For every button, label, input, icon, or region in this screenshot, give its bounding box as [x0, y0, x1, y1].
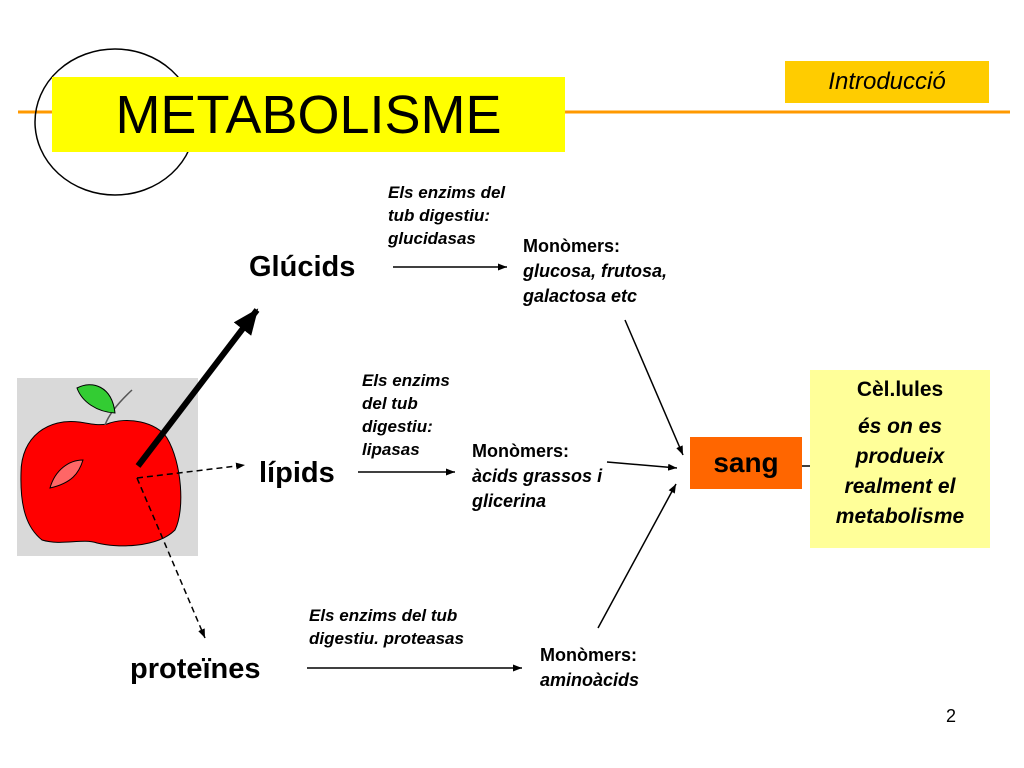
cells-line: és on es: [857, 415, 943, 438]
cells-line: metabolisme: [835, 505, 965, 528]
monomers-value: àcids grassos i: [472, 466, 603, 486]
nutrient-glucids: Glúcids: [249, 251, 356, 283]
nutrient-lipids: lípids: [259, 457, 335, 489]
cells-title: Cèl.lules: [856, 378, 944, 401]
title-box: METABOLISME: [52, 77, 565, 152]
enzyme-line: lipasas: [362, 440, 420, 459]
enzyme-line: glucidasas: [388, 229, 476, 248]
arrow-glucids-monomers-to-blood: [624, 319, 684, 456]
enzyme-note-proteins: Els enzims del tub digestiu. proteasas: [309, 604, 464, 650]
blood-box: sang: [690, 437, 802, 489]
enzyme-line: Els enzims: [362, 371, 450, 390]
enzyme-line: Els enzims del: [388, 183, 506, 202]
monomers-glucids: Monòmers: glucosa, frutosa, galactosa et…: [523, 234, 667, 309]
enzyme-note-glucids: Els enzims del tub digestiu: glucidasas: [388, 181, 505, 250]
cells-line: produeix: [855, 445, 945, 468]
enzyme-line: del tub: [362, 394, 418, 413]
blood-label: sang: [713, 447, 779, 478]
page-number: 2: [946, 706, 957, 726]
monomers-value: galactosa etc: [523, 286, 638, 306]
leaf-icon: [76, 384, 116, 414]
monomers-value: aminoàcids: [540, 670, 640, 690]
slide-title: METABOLISME: [115, 84, 502, 145]
monomers-lipids: Monòmers: àcids grassos i glicerina: [472, 439, 602, 514]
cells-description: és on es produeix realment el metabolism…: [810, 412, 990, 532]
arrow-apple-to-glucids: [135, 308, 260, 468]
monomers-label: Monòmers:: [523, 236, 621, 256]
cells-box: Cèl.lules és on es produeix realment el …: [810, 370, 990, 548]
arrow-lipids-monomers-to-blood: [606, 461, 678, 471]
cells-line: realment el: [844, 475, 956, 498]
arrow-apple-to-proteins: [136, 477, 206, 639]
arrow-proteins-monomers-to-blood: [597, 483, 677, 629]
section-label: Introducció: [828, 68, 946, 95]
enzyme-line: tub digestiu:: [388, 206, 490, 225]
monomers-value: glucosa, frutosa,: [523, 261, 668, 281]
enzyme-line: digestiu:: [362, 417, 433, 436]
arrow-apple-to-lipids: [136, 462, 246, 479]
apple-stem: [104, 389, 133, 426]
monomers-label: Monòmers:: [540, 645, 638, 665]
enzyme-line: digestiu. proteasas: [309, 629, 464, 648]
section-badge: Introducció: [785, 61, 989, 103]
monomers-proteins: Monòmers: aminoàcids: [540, 643, 639, 693]
enzyme-line: Els enzims del tub: [309, 606, 458, 625]
enzyme-note-lipids: Els enzims del tub digestiu: lipasas: [362, 369, 450, 461]
nutrient-proteins: proteïnes: [130, 653, 261, 685]
apple-icon: [20, 384, 182, 547]
apple-body: [20, 420, 182, 547]
apple-highlight: [49, 459, 84, 489]
monomers-label: Monòmers:: [472, 441, 570, 461]
monomers-value: glicerina: [472, 491, 547, 511]
apple-image: [17, 378, 198, 556]
